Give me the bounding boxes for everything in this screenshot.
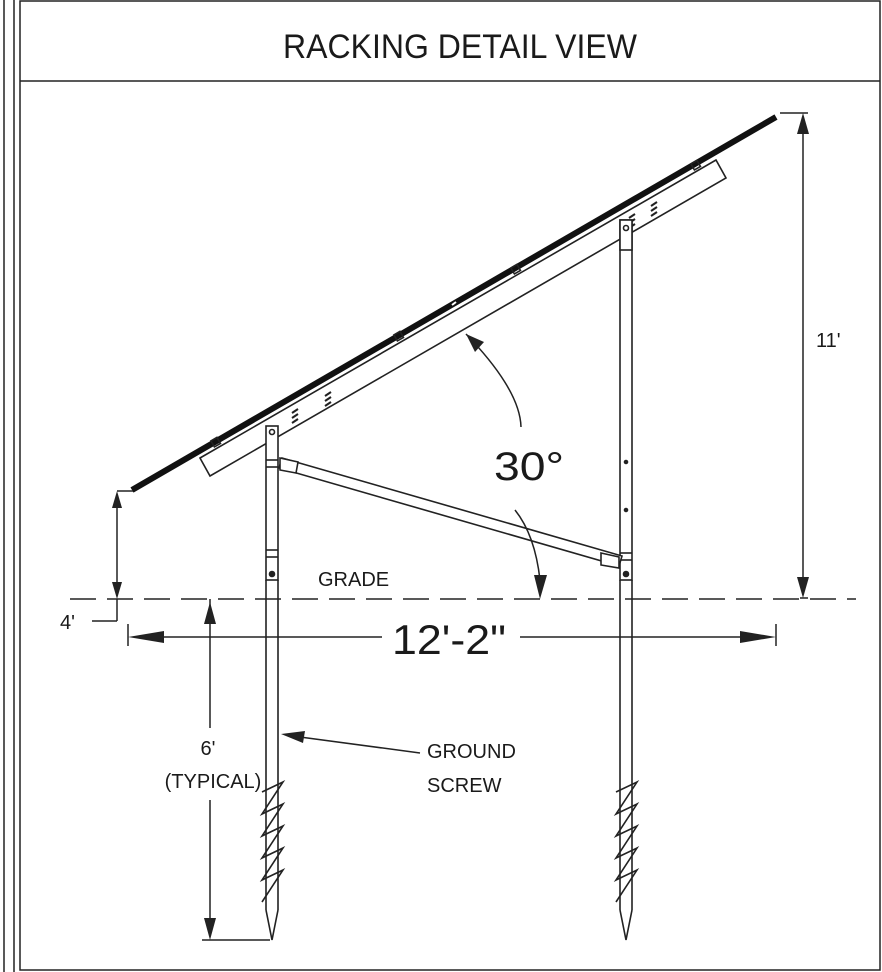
front-height-dimension xyxy=(92,490,133,622)
page-title: RACKING DETAIL VIEW xyxy=(283,28,637,66)
depth-value-label: 6' xyxy=(201,738,216,760)
ground-screw-label-line2: SCREW xyxy=(427,775,502,797)
ground-screw-front xyxy=(259,580,286,941)
span-dimension xyxy=(127,624,777,646)
depth-note-label: (TYPICAL) xyxy=(165,771,262,793)
span-label: 12'-2" xyxy=(392,616,506,663)
ground-screw-rear xyxy=(613,580,640,941)
depth-dimension xyxy=(202,599,270,941)
angle-label: 30° xyxy=(494,445,564,489)
grade-label: GRADE xyxy=(318,569,389,591)
rear-post xyxy=(619,219,633,581)
racking-rail xyxy=(198,158,728,478)
front-post xyxy=(265,425,279,581)
diagonal-brace xyxy=(278,457,623,569)
height-dimension xyxy=(780,112,809,599)
drawing-frame xyxy=(3,0,881,972)
front-height-label: 4' xyxy=(60,612,75,634)
rail-bolt-groups xyxy=(291,201,658,424)
ground-screw-label-line1: GROUND xyxy=(427,741,516,763)
angle-dimension xyxy=(465,333,547,599)
solar-panel xyxy=(130,114,778,493)
height-label: 11' xyxy=(816,330,841,352)
ground-screw-leader xyxy=(281,731,421,754)
